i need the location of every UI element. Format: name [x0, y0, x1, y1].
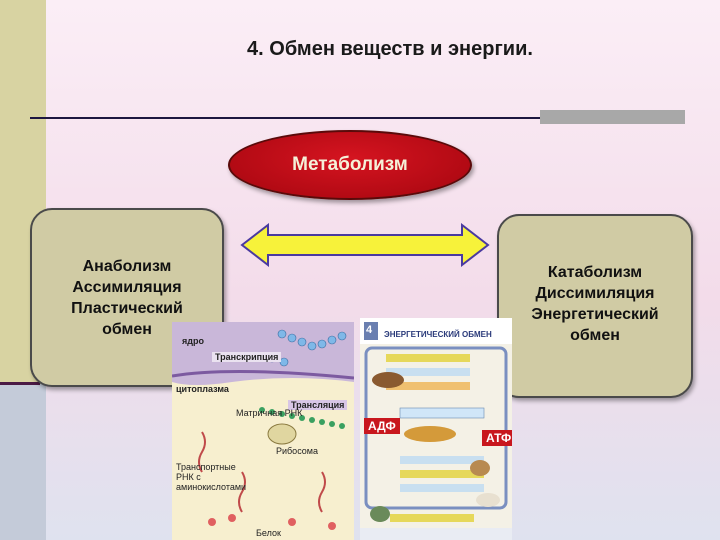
label-transcription: Транскрипция	[212, 352, 282, 362]
catabolism-line-1: Катаболизм	[547, 264, 643, 281]
title-divider	[30, 117, 685, 119]
poster-heading: ЭНЕРГЕТИЧЕСКИЙ ОБМЕН	[384, 330, 492, 339]
label-trna: Транспортные РНК с аминокислотами	[176, 462, 247, 492]
adp-badge: АДФ	[364, 418, 400, 434]
energy-metabolism-image: 4 ЭНЕРГЕТИЧЕСКИЙ ОБМЕН АДФ АТФ	[360, 318, 512, 540]
slide-title: 4. Обмен веществ и энергии.	[247, 38, 533, 60]
energy-metabolism-illustration	[360, 318, 512, 540]
double-arrow-icon	[240, 223, 490, 267]
catabolism-box: Катаболизм Диссимиляция Энергетический о…	[497, 214, 693, 398]
label-mrna: Матричная РНК	[236, 408, 303, 418]
label-cytoplasm: цитоплазма	[176, 384, 229, 394]
poster-number: 4	[366, 324, 373, 336]
anabolism-line-1: Анаболизм	[82, 258, 172, 275]
protein-synthesis-image: ядро Транскрипция цитоплазма Трансляция …	[172, 322, 354, 540]
catabolism-line-2: Диссимиляция	[535, 285, 655, 302]
anabolism-line-2: Ассимиляция	[72, 279, 182, 296]
label-nucleus: ядро	[182, 336, 204, 346]
label-translation: Трансляция	[288, 400, 348, 410]
left-decor-strip-lower	[0, 384, 46, 540]
anabolism-line-4: обмен	[102, 321, 152, 338]
divider-block	[540, 110, 685, 124]
label-ribosome: Рибосома	[276, 446, 318, 456]
metabolism-ellipse: Метаболизм	[228, 130, 472, 200]
anabolism-text: Анаболизм Ассимиляция Пластический обмен	[32, 256, 222, 340]
label-protein: Белок	[256, 528, 281, 538]
catabolism-line-4: обмен	[570, 327, 620, 344]
metabolism-label: Метаболизм	[292, 154, 408, 175]
left-accent-line	[0, 382, 40, 385]
atp-badge: АТФ	[482, 430, 512, 446]
catabolism-text: Катаболизм Диссимиляция Энергетический о…	[499, 262, 691, 346]
anabolism-line-3: Пластический	[71, 300, 183, 317]
catabolism-line-3: Энергетический	[531, 306, 659, 323]
